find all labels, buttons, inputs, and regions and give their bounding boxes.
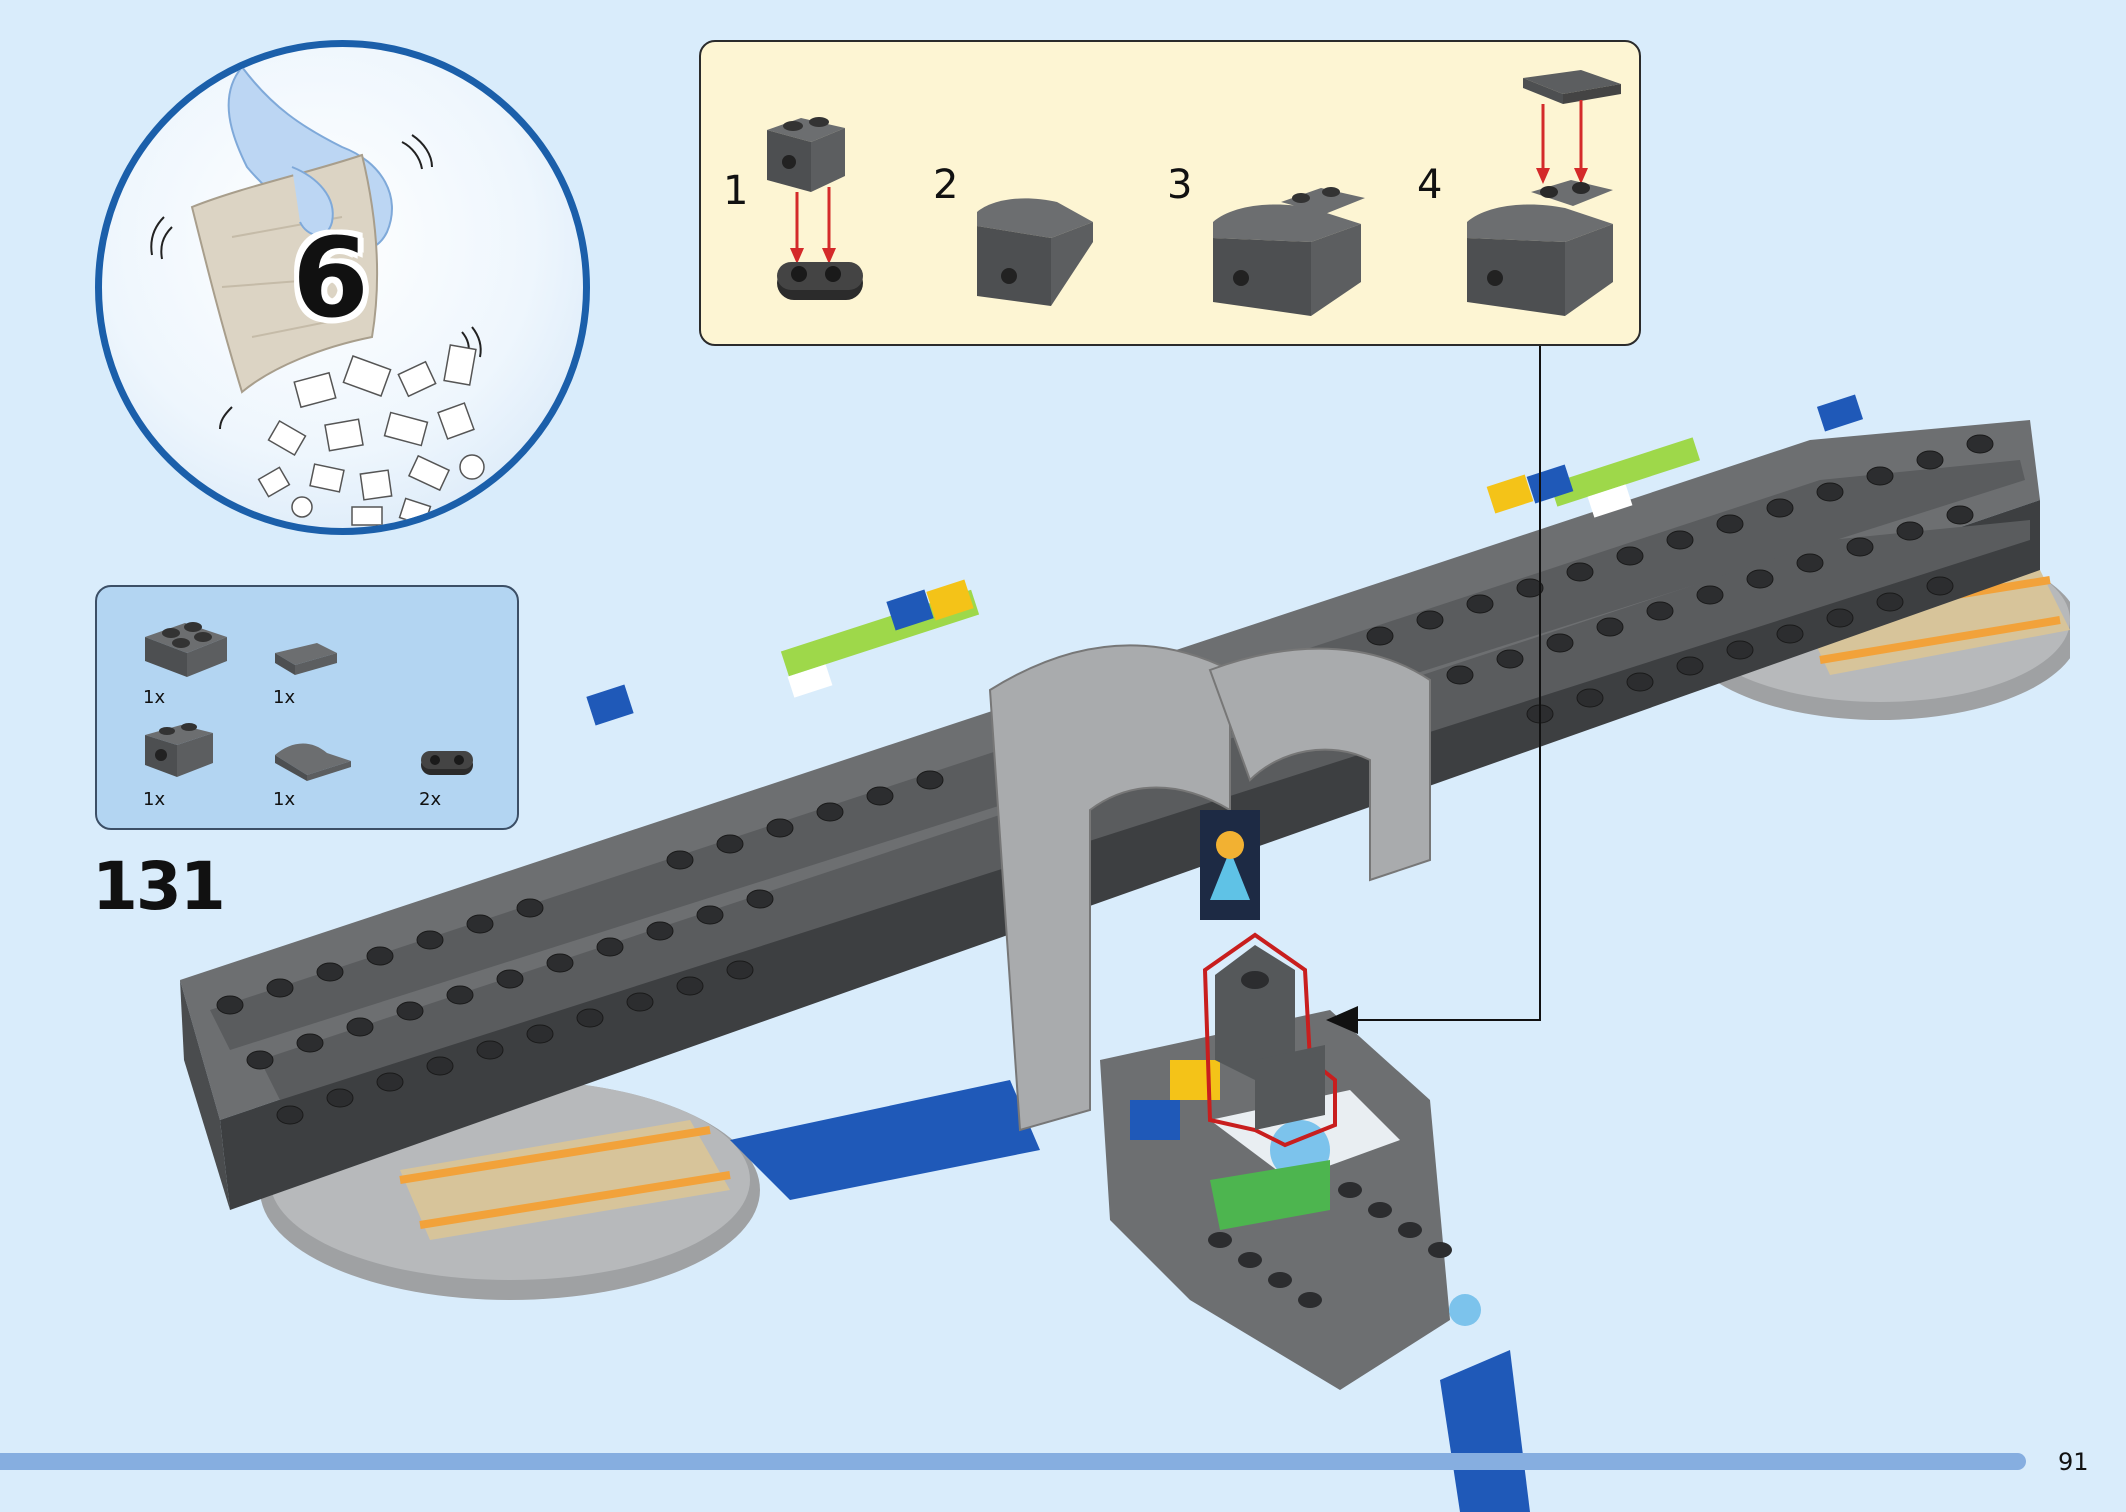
part-qty: 1x bbox=[143, 687, 166, 708]
plate-1x2-rounded-black-icon bbox=[421, 751, 473, 775]
model-illustration bbox=[180, 394, 2070, 1512]
curved-slope-dark-grey-icon bbox=[275, 743, 351, 781]
page-progress-bar bbox=[0, 1453, 2026, 1470]
part-qty: 1x bbox=[143, 789, 166, 810]
part-qty: 2x bbox=[419, 789, 442, 810]
brick-1x2-with-hole-dark-grey-icon bbox=[145, 723, 213, 777]
brick-2x2-dark-grey-icon bbox=[145, 622, 227, 677]
tile-1x2-dark-grey-icon bbox=[275, 643, 337, 675]
bag-illustration bbox=[150, 65, 485, 527]
subassembly-callout: 1 2 3 4 bbox=[699, 40, 1641, 346]
substep-label: 1 bbox=[723, 168, 749, 214]
substep-4-illustration bbox=[1467, 70, 1621, 316]
substep-label: 4 bbox=[1417, 162, 1443, 208]
parts-list: 1x 1x 1x 1x 2x bbox=[95, 585, 519, 830]
step-number: 131 bbox=[92, 848, 226, 925]
part-qty: 1x bbox=[273, 687, 296, 708]
new-subassembly-highlight bbox=[1202, 932, 1337, 1148]
substep-2-illustration bbox=[977, 198, 1093, 306]
substep-label: 3 bbox=[1167, 162, 1193, 208]
bag-number: 6 bbox=[292, 213, 369, 342]
part-qty: 1x bbox=[273, 789, 296, 810]
substep-3-illustration bbox=[1213, 187, 1365, 316]
bag-bubble: 6 bbox=[95, 40, 590, 535]
substep-illustrations bbox=[767, 70, 1621, 316]
callout-leader bbox=[1322, 340, 1541, 1034]
substep-label: 2 bbox=[933, 162, 959, 208]
page-number: 91 bbox=[2058, 1448, 2089, 1476]
substep-1-illustration bbox=[767, 117, 863, 300]
